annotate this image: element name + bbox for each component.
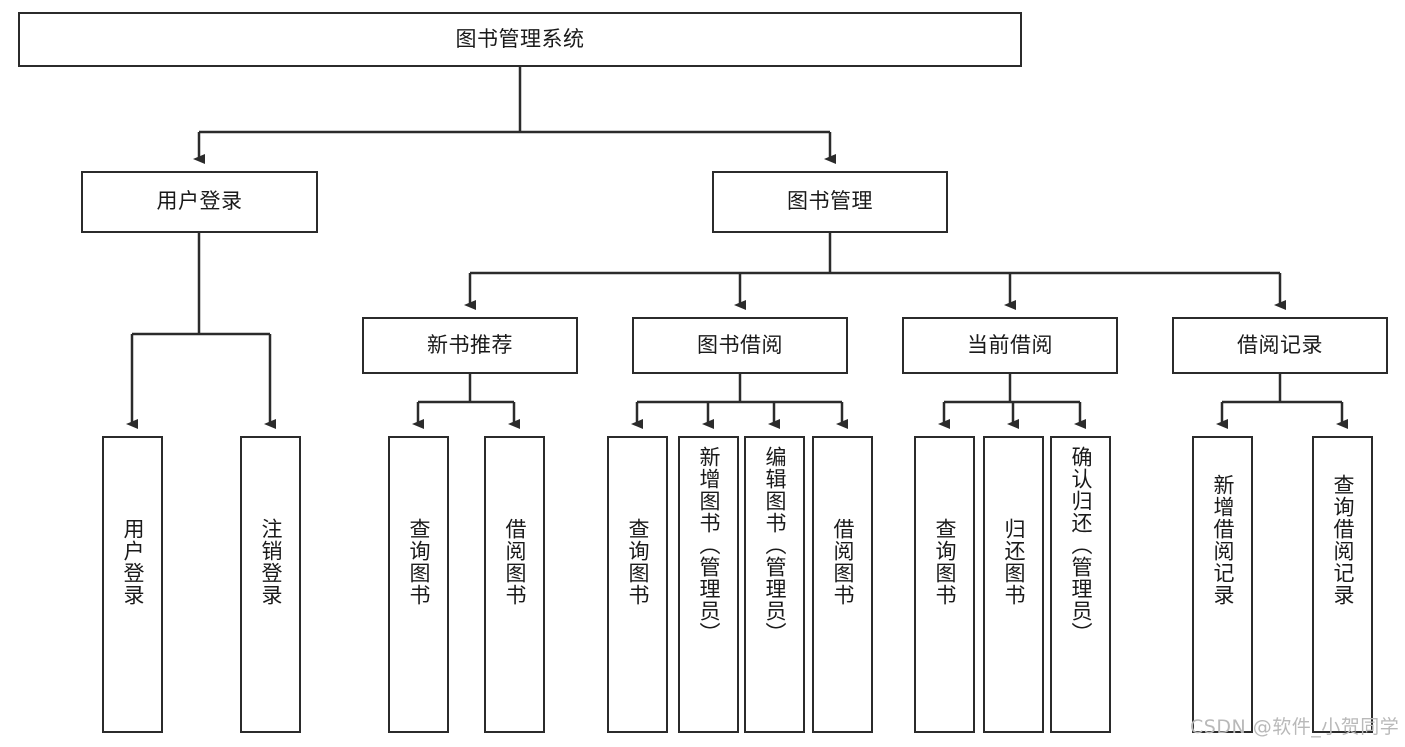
node-label: 查询借阅记录 — [1330, 474, 1355, 606]
leaf-confirm-return-admin[interactable]: 确认归还（管理员） — [1050, 436, 1111, 733]
node-label: 新书推荐 — [427, 332, 513, 357]
node-label: 当前借阅 — [967, 332, 1053, 357]
node-root[interactable]: 图书管理系统 — [18, 12, 1022, 67]
node-label: 查询图书 — [406, 518, 431, 606]
node-label: 查询图书 — [932, 518, 957, 606]
leaf-add-book-admin[interactable]: 新增图书（管理员） — [678, 436, 739, 733]
node-book-borrowing[interactable]: 图书借阅 — [632, 317, 848, 374]
leaf-edit-book-admin[interactable]: 编辑图书（管理员） — [744, 436, 805, 733]
node-label: 归还图书 — [1001, 518, 1026, 606]
leaf-borrow-books-recommendation[interactable]: 借阅图书 — [484, 436, 545, 733]
node-label: 图书管理系统 — [455, 26, 585, 51]
node-label: 注销登录 — [258, 518, 283, 606]
node-label: 借阅图书 — [502, 518, 527, 606]
node-new-book-recommendation[interactable]: 新书推荐 — [362, 317, 578, 374]
node-label: 图书管理 — [787, 189, 873, 214]
leaf-add-borrow-record[interactable]: 新增借阅记录 — [1192, 436, 1253, 733]
node-label: 用户登录 — [120, 518, 145, 606]
leaf-logout[interactable]: 注销登录 — [240, 436, 301, 733]
leaf-borrow-books-borrowing[interactable]: 借阅图书 — [812, 436, 873, 733]
watermark-text: CSDN @软件_小贺同学 — [1190, 716, 1400, 738]
node-borrow-records[interactable]: 借阅记录 — [1172, 317, 1388, 374]
node-label: 新增借阅记录 — [1210, 474, 1235, 606]
node-label: 图书借阅 — [697, 332, 783, 357]
leaf-return-books[interactable]: 归还图书 — [983, 436, 1044, 733]
node-book-management[interactable]: 图书管理 — [712, 171, 948, 233]
node-user-login[interactable]: 用户登录 — [81, 171, 318, 233]
node-label: 编辑图书（管理员） — [762, 446, 787, 644]
leaf-query-books-borrowing[interactable]: 查询图书 — [607, 436, 668, 733]
node-label: 借阅记录 — [1237, 332, 1323, 357]
node-label: 确认归还（管理员） — [1068, 446, 1093, 644]
leaf-query-books-current[interactable]: 查询图书 — [914, 436, 975, 733]
leaf-user-login[interactable]: 用户登录 — [102, 436, 163, 733]
leaf-query-borrow-record[interactable]: 查询借阅记录 — [1312, 436, 1373, 733]
leaf-query-books-recommendation[interactable]: 查询图书 — [388, 436, 449, 733]
node-label: 借阅图书 — [830, 518, 855, 606]
node-label: 用户登录 — [156, 189, 243, 214]
node-current-borrowing[interactable]: 当前借阅 — [902, 317, 1118, 374]
node-label: 新增图书（管理员） — [696, 446, 721, 644]
node-label: 查询图书 — [625, 518, 650, 606]
